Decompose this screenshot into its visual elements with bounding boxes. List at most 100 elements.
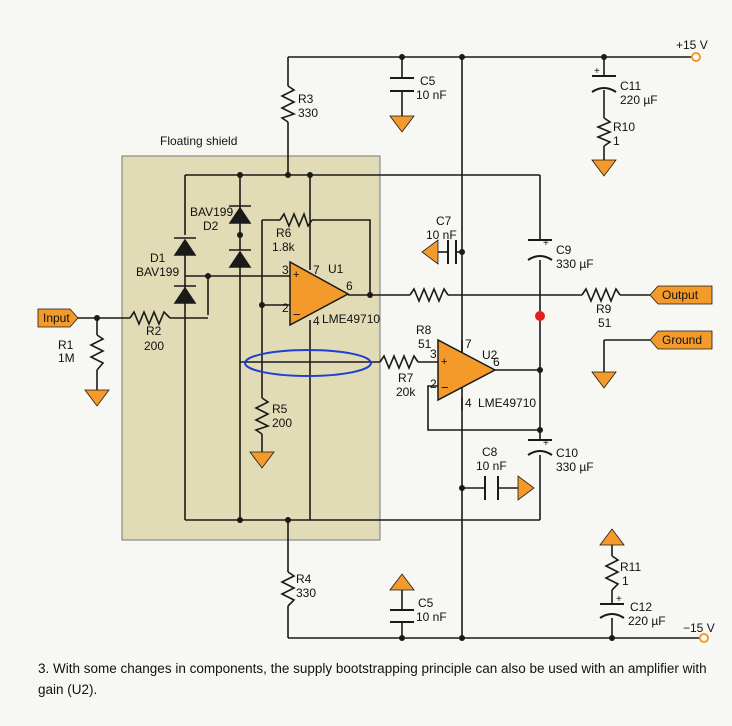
r9-value: 51 [598,316,612,330]
highlight-ellipse [244,349,372,377]
grounds [84,115,625,591]
ground-symbol-r11 [599,528,625,546]
d2-ref: D2 [203,219,219,233]
ground-symbol-r10 [591,159,617,177]
u2-part: LME49710 [478,396,536,410]
r2-ref: R2 [146,324,162,338]
r9-ref: R9 [596,302,612,316]
opamp-u1-body [289,260,350,327]
u1-plus-sign: + [293,269,299,281]
supply-pos-label: +15 V [676,38,708,52]
junction-dot [459,485,465,491]
junction-dot [367,292,373,298]
ground-symbol-c5-bottom [389,573,415,591]
capacitor-c9 [527,239,553,261]
ground-symbol-r5 [249,451,275,469]
u1-pin4: 4 [313,314,320,328]
r1-ref: R1 [58,338,74,352]
r6-ref: R6 [276,226,292,240]
resistor-r1 [89,334,105,371]
capacitor-c12 [599,603,625,619]
junction-dot [609,635,615,641]
resistor-r5 [254,397,271,435]
ground-symbol-c7 [421,239,439,265]
r5-value: 200 [272,416,292,430]
r4-ref: R4 [296,572,312,586]
r3-ref: R3 [298,92,314,106]
resistor-r9 [581,286,621,304]
u1-minus-sign: − [293,307,301,322]
capacitors [390,75,625,623]
r10-value: 1 [613,134,620,148]
c9-value: 330 µF [556,257,594,271]
ground-symbol-c5-top [389,115,415,133]
resistor-r7 [379,353,419,371]
r8-value: 51 [418,337,432,351]
c12-plus-mark: + [616,594,622,605]
d1-ref: D1 [150,251,166,265]
u2-pin2: 2 [430,377,437,391]
d2-part: BAV199 [190,205,233,219]
junction-dot [537,367,543,373]
u1-pin2: 2 [282,301,289,315]
c11-ref: C11 [620,79,641,93]
r7-value: 20k [396,385,416,399]
d1-part: BAV199 [136,265,179,279]
u2-ref: U2 [482,348,498,362]
component-labels: R3 330 C5 10 nF C11 220 µF R10 1 BAV199 … [58,74,666,628]
diodes [173,205,252,304]
c11-plus-mark: + [594,66,600,77]
figure-caption: 3. With some changes in components, the … [38,661,707,697]
resistor-r2 [129,309,171,327]
junction-dot [307,172,313,178]
resistor-r10 [595,117,613,147]
supply-neg-label: −15 V [683,621,715,635]
c8-ref: C8 [482,445,498,459]
junction-dot [285,517,291,523]
junctions [94,54,615,641]
c10-value: 330 µF [556,460,594,474]
c5-bottom-ref: C5 [418,596,434,610]
c11-value: 220 µF [620,93,658,107]
highlight-dot [535,311,545,321]
u1-ref: U1 [328,262,344,276]
c12-value: 220 µF [628,614,666,628]
capacitor-c5-top [390,77,414,92]
resistors [89,85,621,607]
resistor-r11 [604,555,620,591]
c5-top-value: 10 nF [416,88,447,102]
r11-ref: R11 [620,560,641,574]
junction-dot [285,172,291,178]
c5-bottom-value: 10 nF [416,610,447,624]
r8-ref: R8 [416,323,432,337]
ground-symbol-ground-port [591,371,617,389]
opamp-u2: + − [437,338,497,402]
junction-dot [601,54,607,60]
supply-pos-terminal [691,52,701,62]
r7-ref: R7 [398,371,414,385]
capacitor-c11 [591,75,617,93]
diode-d1-lower [173,285,197,304]
input-port [37,308,79,328]
opamp-u2-body [437,338,497,402]
resistor-r6 [279,211,313,229]
junction-dot [205,273,211,279]
input-label: Input [43,311,70,325]
schematic: Floating shield [37,38,715,643]
r10-ref: R10 [613,120,635,134]
junction-dot [237,172,243,178]
resistor-r4 [280,571,296,607]
junction-dot [399,635,405,641]
diode-d2-lower [228,249,252,268]
capacitor-c5-bottom [390,609,414,623]
r5-ref: R5 [272,402,288,416]
junction-dot [537,427,543,433]
r2-value: 200 [144,339,164,353]
r1-value: 1M [58,351,75,365]
ports: Input Output Ground +15 V −15 V [37,38,715,643]
junction-dot [237,232,243,238]
c10-plus-mark: + [543,438,549,449]
diode-d1-upper [173,237,197,256]
ground-symbol-r1 [84,389,110,407]
junction-dot [459,635,465,641]
